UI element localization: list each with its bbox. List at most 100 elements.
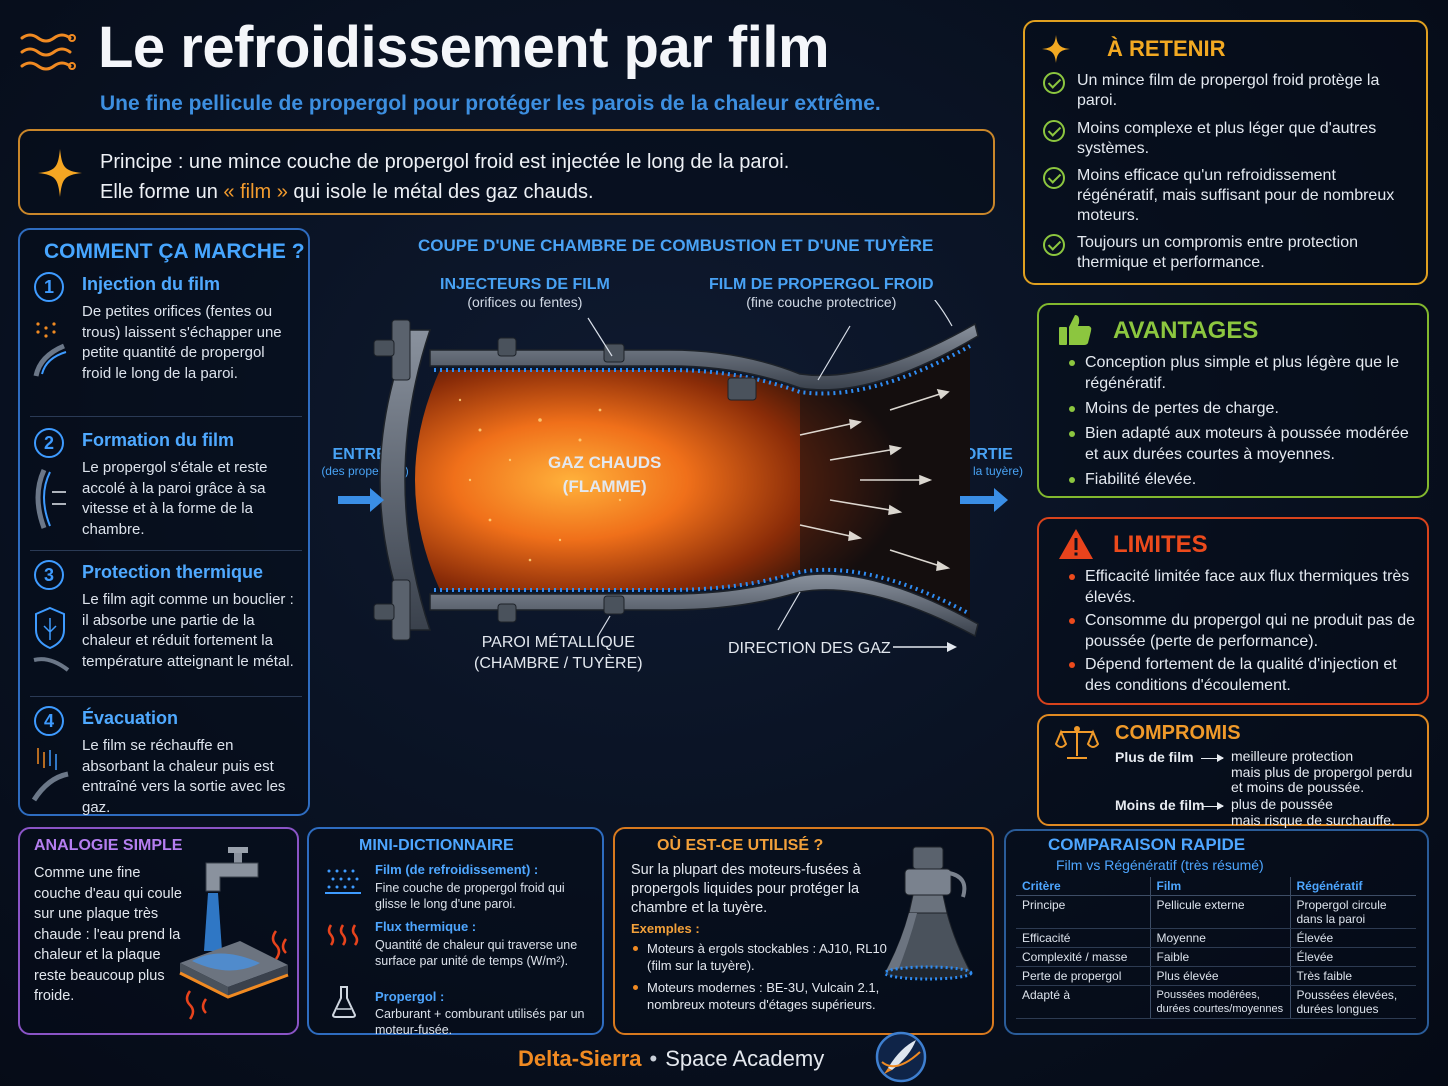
compromise-panel: COMPROMIS Plus de film meilleure protect… — [1037, 714, 1429, 828]
step-title: Formation du film — [82, 430, 234, 450]
step-number: 3 — [34, 560, 64, 590]
dots-grid-icon — [325, 869, 361, 894]
more-film-result: meilleure protection mais plus de proper… — [1231, 748, 1413, 795]
where-used-text: Sur la plupart des moteurs-fusées à prop… — [631, 862, 861, 916]
arrow-right-icon — [1203, 802, 1224, 810]
less-film-result: plus de poussée mais risque de surchauff… — [1231, 796, 1395, 828]
thumbs-up-icon — [1059, 315, 1092, 345]
table-cell: Efficacité — [1016, 928, 1150, 948]
where-used-panel: OÙ EST-CE UTILISÉ ? Sur la plupart des m… — [613, 827, 994, 1035]
check-icon — [1043, 234, 1065, 256]
dictionary-term: Flux thermique : — [375, 919, 477, 934]
key-points-title: À RETENIR — [1107, 36, 1226, 61]
page-title: Le refroidissement par film — [98, 15, 830, 80]
column-header: Film — [1149, 877, 1290, 896]
brand-name: Delta-Sierra — [518, 1046, 642, 1071]
hot-gas-label: GAZ CHAUDS (FLAMME) — [548, 453, 662, 496]
injection-icon — [33, 322, 67, 377]
flow-lines-icon — [20, 33, 76, 71]
table-cell: Propergol circule dans la paroi — [1289, 895, 1416, 929]
table-cell: Perte de propergol — [1016, 966, 1150, 986]
analogy-title: ANALOGIE SIMPLE — [34, 837, 183, 854]
limit-item: Efficacité limitée face aux flux thermiq… — [1069, 567, 1425, 608]
table-cell: Moyenne — [1149, 928, 1290, 948]
table-cell: Complexité / masse — [1016, 947, 1150, 967]
shield-icon — [33, 606, 70, 672]
how-title: COMMENT ÇA MARCHE ? — [44, 240, 305, 263]
advantage-item: Fiabilité élevée. — [1069, 470, 1425, 491]
faucet-plate-icon — [179, 847, 289, 1020]
combustion-chamber-diagram — [338, 300, 1008, 641]
table-cell: Adapté à — [1016, 985, 1150, 1019]
step-title: Évacuation — [82, 708, 179, 728]
column-header: Régénératif — [1289, 877, 1416, 896]
step-thermal-protection: 3 Protection thermique Le film agit comm… — [28, 558, 302, 698]
principle-line-1: Principe : une mince couche de propergol… — [100, 151, 790, 173]
limits-title: LIMITES — [1113, 531, 1208, 558]
step-number: 1 — [34, 272, 64, 302]
evacuation-icon — [31, 748, 69, 802]
academy-name: Space Academy — [665, 1046, 825, 1071]
limit-item: Dépend fortement de la qualité d'injecti… — [1069, 655, 1425, 696]
flask-icon — [331, 986, 357, 1018]
film-label: FILM DE PROPERGOL FROID (fine couche pro… — [709, 276, 934, 310]
dictionary-definition: Carburant + comburant utilisés par un mo… — [375, 1007, 585, 1037]
step-description: De petites orifices (fentes ou trous) la… — [82, 303, 282, 382]
step-injection: 1 Injection du film De petites orifices … — [28, 270, 302, 410]
comparison-subtitle: Film vs Régénératif (très résumé) — [1056, 857, 1264, 873]
column-header: Critère — [1016, 877, 1150, 896]
film-formation-icon — [35, 468, 66, 529]
check-icon — [1043, 167, 1065, 189]
gas-direction-label: DIRECTION DES GAZ — [728, 640, 891, 657]
step-description: Le film se réchauffe en absorbant la cha… — [82, 737, 286, 816]
step-number: 2 — [34, 428, 64, 458]
table-cell: Faible — [1149, 947, 1290, 967]
table-row: Complexité / masse Faible Élevée — [1016, 947, 1416, 967]
sparkle-icon — [38, 149, 82, 197]
analogy-panel: ANALOGIE SIMPLE Comme une fine couche d'… — [18, 827, 299, 1035]
less-film-label: Moins de film — [1115, 797, 1205, 813]
comparison-title: COMPARAISON RAPIDE — [1048, 835, 1246, 854]
table-cell: Principe — [1016, 895, 1150, 929]
injectors-label: INJECTEURS DE FILM (orifices ou fentes) — [440, 276, 610, 310]
analogy-text: Comme une fine couche d'eau qui coule su… — [34, 865, 182, 1004]
rocket-engine-icon — [883, 846, 973, 981]
table-cell: Pellicule externe — [1149, 895, 1290, 929]
step-formation: 2 Formation du film Le propergol s'étale… — [28, 426, 302, 556]
step-description: Le propergol s'étale et reste accolé à l… — [82, 459, 268, 538]
key-point: Moins complexe et plus léger que d'autre… — [1077, 120, 1377, 157]
table-header-row: Critère Film Régénératif — [1016, 877, 1416, 896]
mini-dictionary-panel: MINI-DICTIONNAIRE Film (de refroidisseme… — [307, 827, 604, 1037]
advantages-panel: AVANTAGES Conception plus simple et plus… — [1037, 303, 1429, 498]
table-row: Principe Pellicule externe Propergol cir… — [1016, 895, 1416, 929]
step-title: Injection du film — [82, 274, 220, 294]
key-point: Moins efficace qu'un refroidissement rég… — [1077, 167, 1395, 224]
advantage-item: Conception plus simple et plus légère qu… — [1069, 353, 1425, 394]
step-title: Protection thermique — [82, 562, 264, 582]
dictionary-definition: Quantité de chaleur qui traverse une sur… — [375, 938, 578, 968]
heat-flux-icon — [327, 924, 359, 946]
table-cell: Poussées modérées, durées courtes/moyenn… — [1149, 985, 1290, 1019]
table-row: Perte de propergol Plus élevée Très faib… — [1016, 966, 1416, 986]
advantage-item: Bien adapté aux moteurs à poussée modéré… — [1069, 424, 1425, 465]
principle-box: Principe : une mince couche de propergol… — [18, 129, 995, 215]
compromise-title: COMPROMIS — [1115, 722, 1241, 744]
where-used-title: OÙ EST-CE UTILISÉ ? — [657, 837, 824, 854]
dictionary-definition: Fine couche de propergol froid qui gliss… — [375, 881, 565, 911]
table-cell: Élevée — [1289, 947, 1416, 967]
table-cell: Très faible — [1289, 966, 1416, 986]
key-points-panel: À RETENIR Un mince film de propergol fro… — [1023, 20, 1428, 285]
star-icon — [1042, 35, 1070, 63]
dictionary-term: Film (de refroidissement) : — [375, 862, 539, 877]
examples-label: Exemples : — [631, 921, 700, 936]
key-point: Toujours un compromis entre protection t… — [1077, 234, 1359, 271]
arrow-right-icon — [1201, 754, 1224, 762]
example-item: Moteurs modernes : BE-3U, Vulcain 2.1, n… — [633, 979, 887, 1013]
warning-icon — [1059, 529, 1093, 559]
advantage-item: Moins de pertes de charge. — [1069, 399, 1425, 420]
key-point: Un mince film de propergol froid protège… — [1077, 72, 1380, 109]
step-evacuation: 4 Évacuation Le film se réchauffe en abs… — [28, 704, 302, 824]
dictionary-term: Propergol : — [375, 989, 445, 1004]
table-row: Efficacité Moyenne Élevée — [1016, 928, 1416, 948]
table-cell: Élevée — [1289, 928, 1416, 948]
